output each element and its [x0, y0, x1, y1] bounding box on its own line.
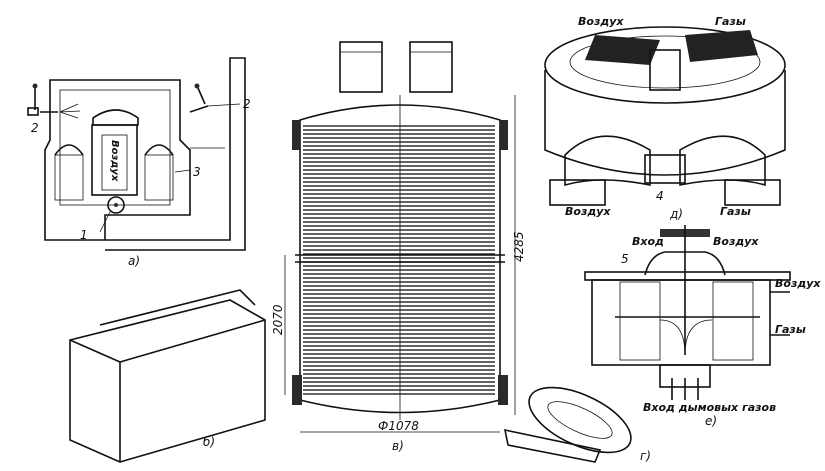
dimension-2070: 2070 — [271, 304, 285, 335]
callout-4: 4 — [656, 189, 664, 203]
air-in-label-e: Воздух — [713, 235, 759, 248]
dimension-4285: 4285 — [512, 231, 526, 262]
figure-g-coiled-strip: г) — [503, 386, 651, 463]
air-label-a: Воздух — [109, 140, 120, 182]
dimension-diameter: Ф1078 — [378, 419, 419, 433]
caption-v: в) — [392, 439, 404, 453]
caption-a: а) — [128, 254, 140, 268]
gases-out-label-e: Газы — [775, 323, 806, 336]
callout-5: 5 — [621, 252, 629, 266]
figure-e-rotary-section: Вход Воздух 5 Воздух Газы Вход дымовых г… — [584, 225, 821, 428]
flue-gas-inlet-label: Вход дымовых газов — [643, 401, 776, 414]
figure-v-plate-heat-exchanger: 2070 4285 Ф1078 в) — [271, 41, 526, 453]
callout-3: 3 — [193, 165, 201, 179]
gases-in-label-d: Газы — [715, 15, 746, 28]
caption-b: б) — [203, 435, 215, 449]
air-in-label-d: Воздух — [578, 15, 624, 28]
figure-d-rotary-regenerator: Воздух Газы Воздух Газы 4 д) — [544, 15, 786, 221]
callout-2-right: 2 — [243, 97, 251, 111]
caption-d: д) — [669, 207, 683, 221]
figure-b-checker-packing: б) — [69, 289, 266, 463]
air-out-label-e: Воздух — [775, 277, 821, 290]
figure-a-regenerator-furnace: 2 2 3 1 Воздух а) — [27, 57, 251, 268]
callout-1: 1 — [80, 228, 88, 242]
gases-out-label-d: Газы — [720, 205, 751, 218]
caption-g: г) — [640, 449, 651, 463]
air-out-label-d: Воздух — [565, 205, 611, 218]
callout-2-left: 2 — [31, 121, 39, 135]
inlet-label-e: Вход — [632, 235, 664, 248]
caption-e: е) — [705, 414, 717, 428]
